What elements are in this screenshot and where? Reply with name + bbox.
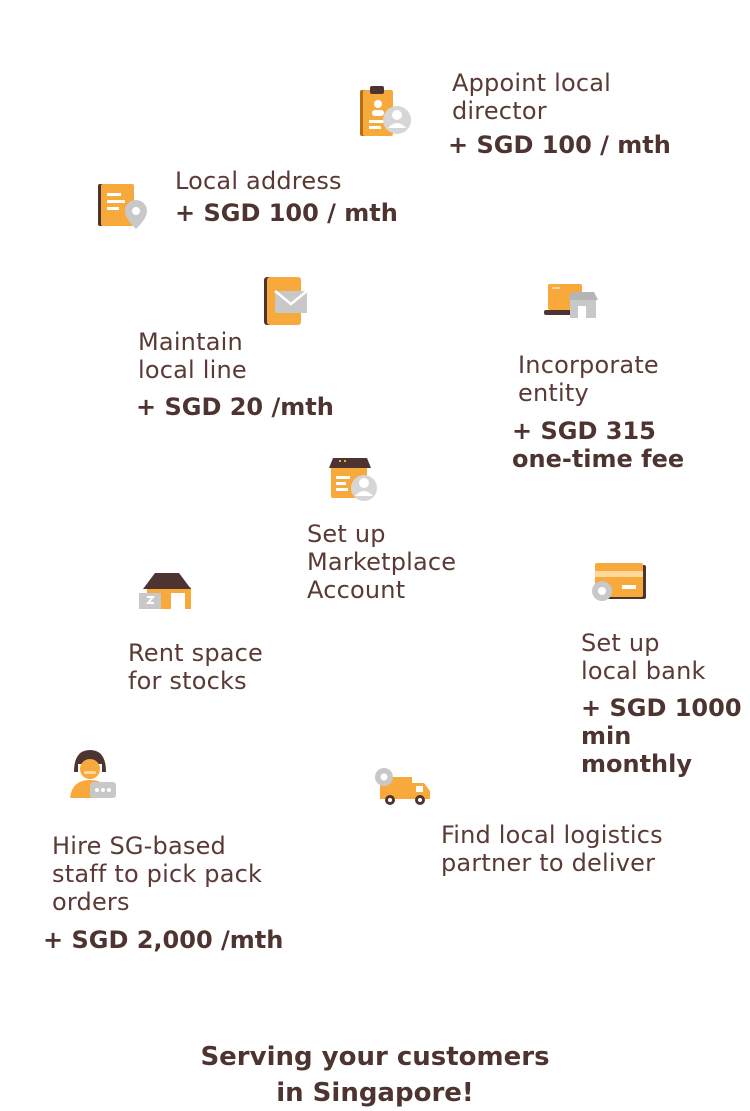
logistics-label: Find local logistics partner to deliver <box>441 821 663 877</box>
line-label: Maintain local line <box>138 328 247 384</box>
entity-fee: + SGD 315 one-time fee <box>512 417 685 473</box>
space-label: Rent space for stocks <box>128 639 264 695</box>
staff-chat-icon <box>70 750 116 798</box>
line-item: Maintain local line <box>138 328 247 384</box>
line-fee: + SGD 20 /mth <box>136 393 334 421</box>
staff-label: Hire SG-based staff to pick pack orders <box>52 832 263 916</box>
director-label: Appoint local director <box>452 69 612 125</box>
bank-card-icon <box>592 563 646 601</box>
address-item: Local address <box>175 167 342 195</box>
marketplace-label: Set up Marketplace Account <box>307 520 457 604</box>
director-fee: + SGD 100 / mth <box>448 131 671 159</box>
entity-label: Incorporate entity <box>518 351 659 407</box>
marketplace-item: Set up Marketplace Account <box>307 520 456 604</box>
bank-item: Set up local bank <box>581 629 706 685</box>
logistics-item: Find local logistics partner to deliver <box>441 821 663 877</box>
space-item: Rent space for stocks <box>128 639 263 695</box>
bank-label: Set up local bank <box>581 629 706 685</box>
laptop-store-icon <box>544 284 598 318</box>
closing-statement: Serving your customers in Singapore! <box>200 1042 550 1108</box>
entity-item: Incorporate entity <box>518 351 659 407</box>
staff-item: Hire SG-based staff to pick pack orders <box>52 832 262 916</box>
marketplace-account-icon <box>329 458 377 501</box>
staff-fee: + SGD 2,000 /mth <box>43 926 284 954</box>
mail-line-icon <box>264 277 308 325</box>
delivery-truck-icon <box>375 768 430 805</box>
address-fee: + SGD 100 / mth <box>175 199 398 227</box>
address-label: Local address <box>175 167 342 195</box>
director-badge-icon <box>360 86 411 136</box>
warehouse-icon <box>139 573 191 609</box>
bank-fee: + SGD 1000 min monthly <box>581 694 742 778</box>
director-item: Appoint local director <box>452 69 611 125</box>
address-location-icon <box>98 184 147 229</box>
